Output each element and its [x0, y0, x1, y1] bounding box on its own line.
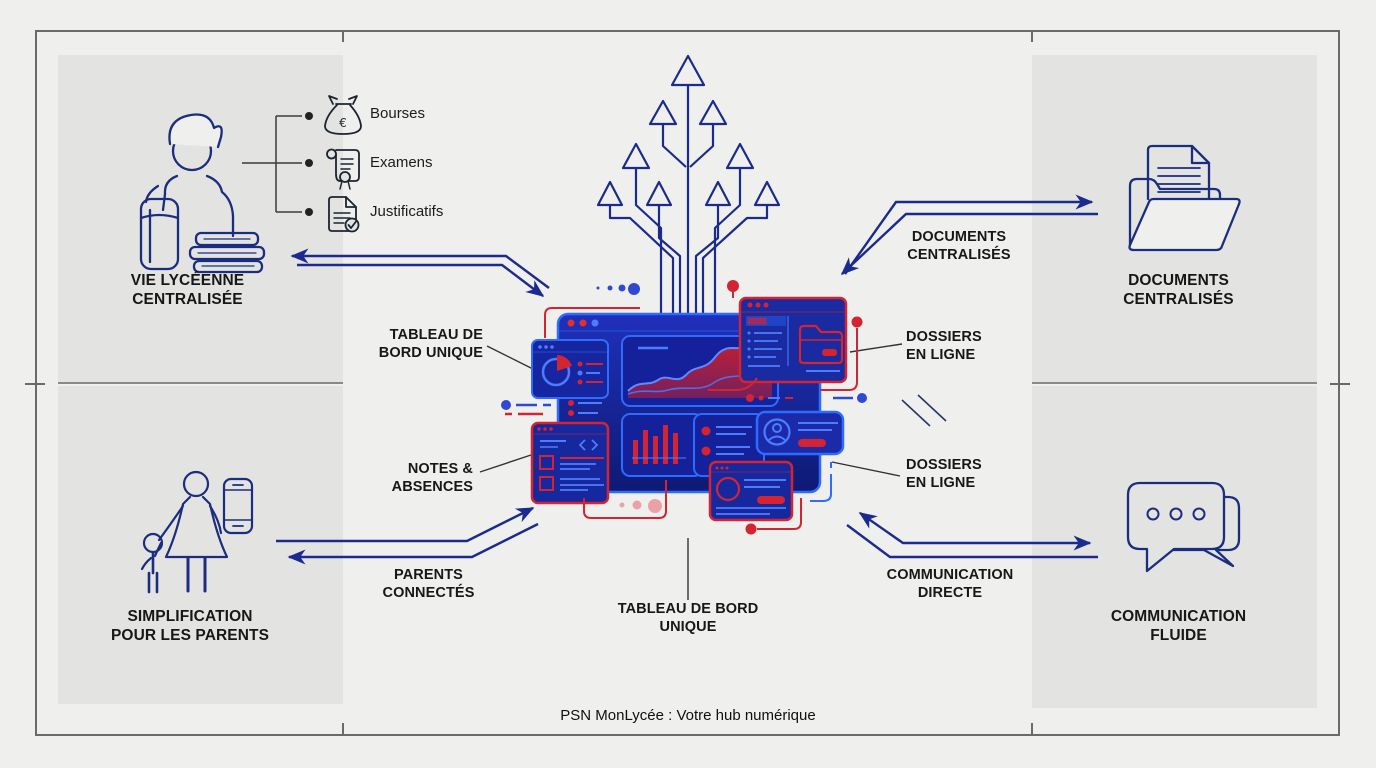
feature-bracket — [242, 112, 313, 216]
divider-right — [1032, 382, 1317, 384]
bar-chart-panel — [621, 413, 703, 477]
annotation-communication-directe: COMMUNICATION DIRECTE — [886, 567, 1014, 601]
annotation-dossiers-en-ligne-top: DOSSIERS EN LIGNE — [906, 329, 982, 363]
parent-child-phone-icon — [140, 470, 254, 594]
folder-documents-icon — [1128, 144, 1241, 252]
label-pointer-lines — [479, 343, 903, 600]
annotation-tableau-de-bord-bottom: TABLEAU DE BORD UNIQUE — [617, 601, 759, 635]
feature-examens: Examens — [370, 154, 433, 171]
frame-tick — [342, 32, 344, 42]
feature-justificatifs: Justificatifs — [370, 203, 444, 220]
folder-window — [738, 296, 848, 384]
money-bag-euro-icon: € — [324, 95, 362, 135]
label-documents-centralises: DOCUMENTS CENTRALISÉS — [1123, 272, 1234, 309]
chat-bubbles-icon — [1126, 481, 1241, 573]
notes-window — [530, 421, 610, 505]
flow-arrow-communication — [846, 512, 1098, 559]
student-books-icon — [139, 113, 266, 274]
svg-text:€: € — [339, 116, 347, 130]
quadrant-panel-top-left — [58, 55, 343, 382]
frame-tick — [1330, 383, 1350, 385]
annotation-documents-flow: DOCUMENTS CENTRALISÉS — [907, 229, 1011, 263]
flow-arrow-parents — [276, 506, 539, 565]
profile-window — [755, 410, 845, 456]
circuit-arrow-tree — [596, 54, 781, 313]
annotation-tableau-de-bord: TABLEAU DE BORD UNIQUE — [378, 327, 483, 361]
annotation-dossiers-en-ligne-bottom: DOSSIERS EN LIGNE — [906, 457, 982, 491]
bottom-window — [708, 460, 794, 522]
circuit-decorations — [501, 280, 947, 535]
label-vie-lyceenne: VIE LYCÉENNE CENTRALISÉE — [130, 272, 245, 309]
flow-arrow-vie-lyceenne — [290, 248, 550, 297]
frame-tick — [1031, 723, 1033, 735]
smartphone-icon — [222, 477, 254, 535]
annotation-parents-connectes: PARENTS CONNECTÉS — [382, 567, 475, 601]
pie-chart-window — [531, 339, 609, 399]
document-check-icon — [328, 196, 360, 233]
frame-tick — [1031, 32, 1033, 42]
footer-caption: PSN MonLycée : Votre hub numérique — [560, 707, 816, 724]
diploma-scroll-icon — [326, 148, 360, 190]
frame-tick — [342, 723, 344, 735]
list-panel — [693, 413, 765, 477]
annotation-notes-absences: NOTES & ABSENCES — [391, 461, 473, 495]
label-communication-fluide: COMMUNICATION FLUIDE — [1110, 608, 1247, 645]
dashboard-illustration — [501, 280, 947, 535]
label-simplification-parents: SIMPLIFICATION POUR LES PARENTS — [110, 608, 270, 645]
flow-arrow-documents — [840, 194, 1098, 276]
quadrant-panel-bottom-left — [58, 386, 343, 704]
frame-tick — [25, 383, 45, 385]
feature-bourses: Bourses — [370, 105, 426, 122]
divider-left — [58, 382, 343, 384]
